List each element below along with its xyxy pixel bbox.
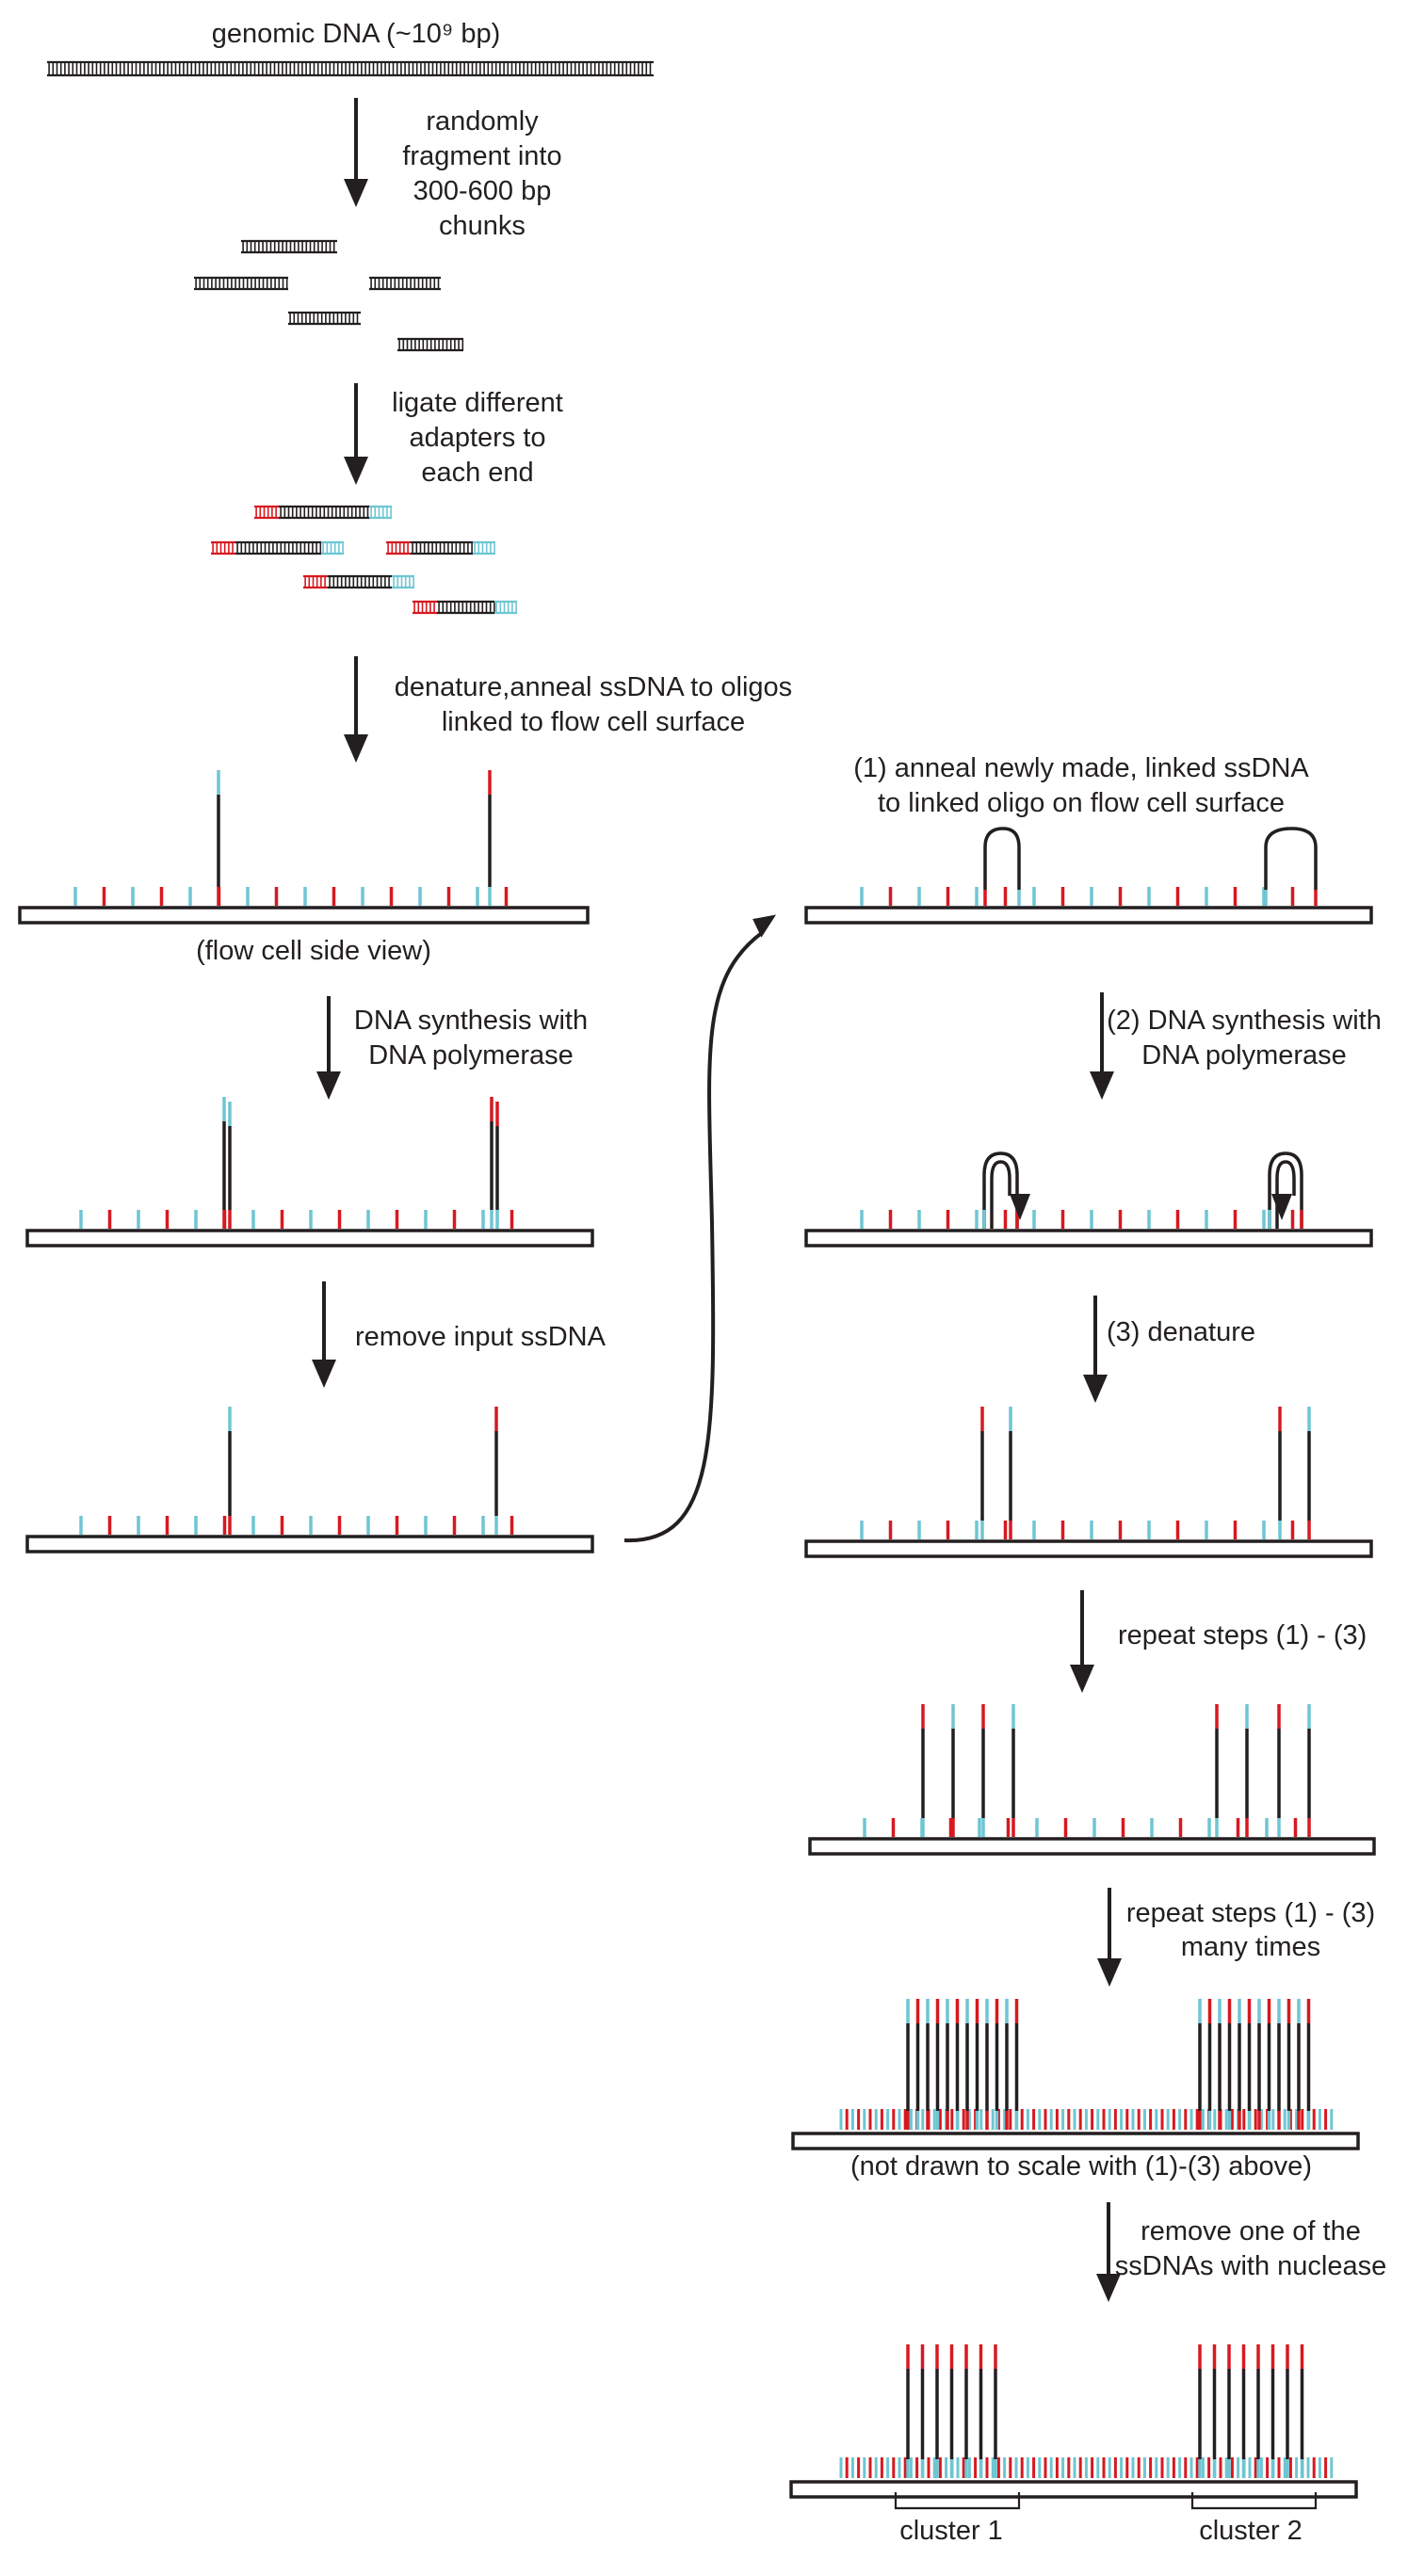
dna-fragment-ladders [47,60,654,615]
not-to-scale-label: (not drawn to scale with (1)-(3) above) [850,2151,1312,2182]
flow-cell-panel-2 [25,1097,594,1248]
adapter-ligated-fragment [386,540,495,555]
down-arrow [1090,992,1114,1100]
svg-text:linked to flow cell surface: linked to flow cell surface [442,707,745,737]
svg-text:(2) DNA synthesis with: (2) DNA synthesis with [1107,1006,1382,1036]
cluster-2-label: cluster 2 [1199,2516,1303,2546]
flow-cell-panel-5 [804,1151,1373,1248]
flow-cell-panel-1 [18,770,590,925]
down-arrow [316,996,341,1100]
down-arrow [1083,1296,1108,1403]
connector-arrow [623,914,776,1543]
denature-step-label: (3) denature [1107,1317,1255,1347]
svg-text:DNA polymerase: DNA polymerase [1141,1040,1347,1071]
down-arrow [344,98,368,207]
denature-anneal-step-label: denature,anneal ssDNA to oligos linked t… [395,672,792,737]
remove-input-step-label: remove input ssDNA [355,1322,607,1352]
flow-cell-side-view-label: (flow cell side view) [196,936,431,966]
brackets-and-connector [623,914,1318,2510]
svg-text:to linked oligo on flow cell s: to linked oligo on flow cell surface [878,788,1285,818]
flow-cell-panel-6 [804,1407,1373,1558]
fragment-step-label: randomly fragment into 300-600 bp chunks [402,106,561,241]
dna-fragment [194,276,288,291]
flow-cell-panels [18,770,1376,2499]
flow-cell-panel-7 [808,1704,1376,1856]
flow-cell-panel-9 [789,2344,1358,2499]
svg-text:fragment into: fragment into [402,141,561,171]
repeat-many-step-label: repeat steps (1) - (3) many times [1126,1898,1375,1962]
svg-text:randomly: randomly [426,106,539,137]
svg-text:repeat steps (1) - (3): repeat steps (1) - (3) [1126,1898,1375,1928]
svg-text:each end: each end [421,458,533,488]
repeat-step-label: repeat steps (1) - (3) [1118,1620,1367,1650]
down-arrow [344,383,368,485]
ligate-step-label: ligate different adapters to each end [392,388,563,488]
down-arrow [1096,2202,1121,2302]
adapter-ligated-fragment [211,540,344,555]
genomic-dna-label: genomic DNA (~10⁹ bp) [212,19,501,49]
adapter-ligated-fragment [413,600,517,615]
step-arrows [312,98,1122,2302]
svg-text:ligate different: ligate different [392,388,563,418]
adapter-ligated-fragment [254,505,392,520]
synthesis-right-step-label: (2) DNA synthesis with DNA polymerase [1107,1006,1382,1071]
svg-text:remove one of the: remove one of the [1141,2216,1361,2246]
down-arrow [344,656,368,763]
synthesis-left-step-label: DNA synthesis with DNA polymerase [354,1006,588,1071]
cluster-bracket [1190,2492,1318,2510]
cluster-brackets [894,2492,1318,2510]
down-arrow [312,1281,336,1388]
dna-fragment [397,337,464,352]
svg-text:300-600 bp: 300-600 bp [413,176,552,206]
dna-fragment [369,276,441,291]
svg-text:chunks: chunks [439,211,526,241]
genomic-dna-strand [47,60,654,77]
dna-fragment [288,311,361,326]
adapter-ligated-fragment [303,574,414,589]
svg-text:denature,anneal ssDNA to oligo: denature,anneal ssDNA to oligos [395,672,792,702]
dna-fragment [241,239,337,254]
flow-cell-panel-8 [791,1999,1360,2150]
svg-text:DNA polymerase: DNA polymerase [368,1040,574,1071]
down-arrow [1070,1590,1094,1693]
down-arrow [1097,1888,1122,1987]
cluster-1-label: cluster 1 [899,2516,1003,2546]
svg-text:DNA synthesis with: DNA synthesis with [354,1006,588,1036]
flow-cell-panel-3 [25,1407,594,1554]
cluster-bracket [894,2492,1021,2510]
svg-text:ssDNAs with nuclease: ssDNAs with nuclease [1115,2251,1387,2281]
anneal-newly-made-step-label: (1) anneal newly made, linked ssDNA to l… [853,753,1309,818]
svg-text:adapters to: adapters to [409,423,545,453]
svg-text:(1) anneal newly made, linked: (1) anneal newly made, linked ssDNA [853,753,1309,783]
flow-cell-panel-4 [804,827,1373,925]
remove-nuclease-step-label: remove one of the ssDNAs with nuclease [1115,2216,1387,2281]
svg-text:many times: many times [1181,1932,1320,1962]
